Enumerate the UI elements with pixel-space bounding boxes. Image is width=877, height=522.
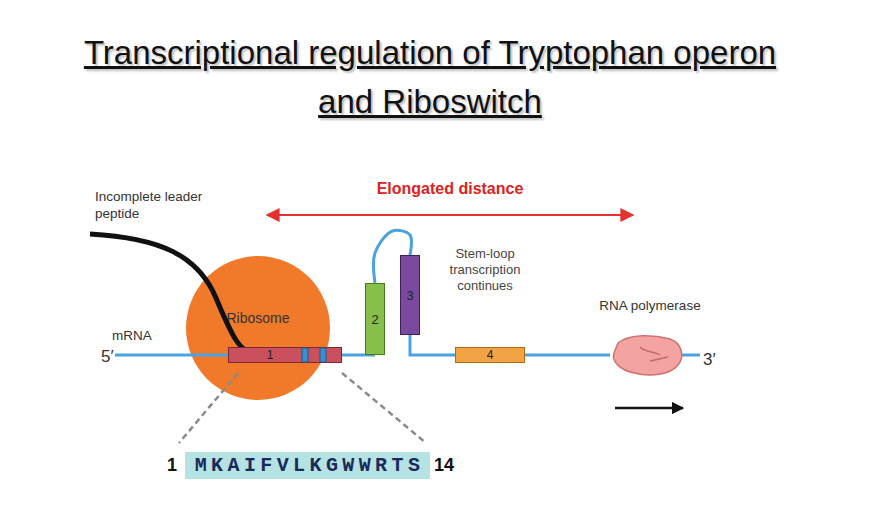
node-text: 1 [267,348,274,362]
callout-label: Incomplete leader peptide [95,188,205,222]
distance-label: Elongated distance [360,180,540,198]
rna-polymerase: RNA polymerase [585,298,715,380]
region-box: 4 [455,347,525,363]
node-text: 2 [371,312,378,327]
end-label: 5′ [101,347,121,367]
mrna-strand [410,335,455,355]
polymerase-shape [610,333,685,377]
polymerase-detail [640,347,668,361]
end-label: 3′ [703,350,723,370]
node-text: 4 [487,348,494,362]
region-box: 2 [365,283,385,355]
zoom-leader [342,373,426,443]
leader-region-box: 1 [228,347,342,363]
position-number: 14 [434,455,464,476]
node-text: RNA polymerase [599,298,700,313]
position-number: 1 [167,455,183,476]
ribosome: Ribosome [186,256,330,400]
direction-arrow [615,407,683,410]
distance-arrow [267,214,633,216]
peptide-sequence-box: MKAIFVLKGWWRTS [185,452,430,479]
node-text: 3 [406,288,413,303]
node-text: Ribosome [226,310,289,326]
callout-label: Stem-loop transcription continues [432,246,538,294]
mrna-strand [525,354,610,357]
region-box: 3 [400,255,420,335]
node-text: MKAIFVLKGWWRTS [195,454,425,477]
strand-label: mRNA [112,328,172,343]
polymerase-shape [613,336,681,375]
title: Transcriptional regulation of Tryptophan… [80,28,780,126]
